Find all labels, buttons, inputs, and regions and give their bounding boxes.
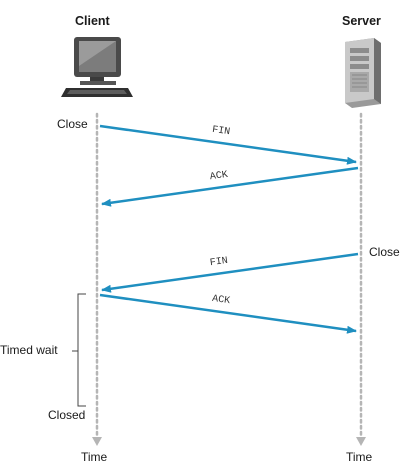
server-tower-icon	[345, 38, 381, 108]
server-header: Server	[342, 14, 381, 28]
client-header: Client	[75, 14, 110, 28]
server-close-label: Close	[369, 245, 400, 259]
server-time-arrowhead	[356, 437, 366, 446]
client-computer-icon	[61, 37, 133, 97]
fin-arrow-client-to-server	[99, 124, 357, 165]
timed-wait-bracket	[77, 293, 86, 407]
ack-arrow-client-to-server	[99, 293, 357, 334]
ack-arrow-server-to-client	[101, 166, 359, 207]
timed-wait-label: Timed wait	[0, 343, 58, 357]
client-time-label: Time	[81, 450, 108, 464]
server-time-label: Time	[346, 450, 373, 464]
ack-label-2: ACK	[211, 293, 231, 308]
client-closed-label: Closed	[48, 408, 86, 422]
client-close-label: Close	[57, 117, 88, 131]
client-time-arrowhead	[92, 437, 102, 446]
fin-arrow-server-to-client	[101, 252, 359, 293]
fin-label-1: FIN	[211, 124, 231, 139]
